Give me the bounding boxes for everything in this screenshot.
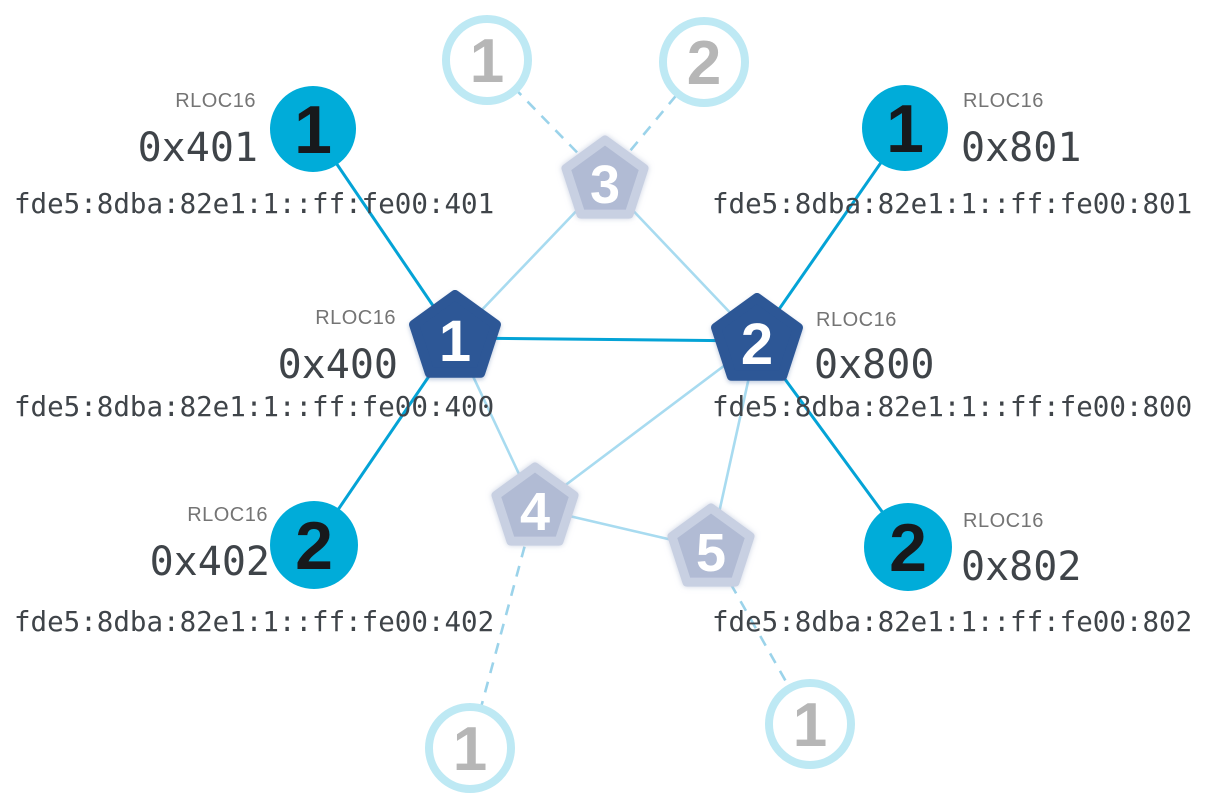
node-faded-child-bottom-left[interactable]: 1: [425, 703, 515, 793]
node-number: 2: [889, 510, 927, 586]
child-circle[interactable]: [270, 501, 358, 589]
node-child-402[interactable]: 2: [270, 501, 358, 589]
node-number: 4: [520, 482, 550, 542]
node-number: 2: [741, 312, 773, 377]
ipv6-address: fde5:8dba:82e1:1::ff:fe00:802: [712, 606, 1192, 638]
rloc16-value: 0x402: [150, 539, 270, 585]
rloc16-value: 0x401: [138, 125, 258, 171]
node-router-3[interactable]: 3: [566, 140, 644, 215]
faded-child-circle[interactable]: [425, 703, 515, 793]
node-number: 5: [696, 523, 726, 583]
node-number: 1: [886, 91, 924, 167]
rloc16-label: RLOC16: [816, 309, 897, 331]
ipv6-address: fde5:8dba:82e1:1::ff:fe00:801: [712, 188, 1192, 220]
link-router2-child801: [755, 127, 907, 342]
node-child-801[interactable]: 1: [862, 85, 948, 171]
label-group-router1: RLOC16 0x400 fde5:8dba:82e1:1::ff:fe00:4…: [14, 307, 494, 423]
node-child-802[interactable]: 2: [864, 503, 952, 591]
rloc16-label: RLOC16: [963, 510, 1044, 532]
rloc16-value: 0x400: [278, 342, 398, 388]
rloc16-value: 0x801: [961, 125, 1081, 171]
child-circle[interactable]: [270, 86, 356, 172]
rloc16-label: RLOC16: [175, 90, 256, 112]
node-child-401[interactable]: 1: [270, 86, 356, 172]
child-circle[interactable]: [864, 503, 952, 591]
rloc16-value: 0x800: [814, 342, 934, 388]
node-number: 2: [295, 508, 333, 584]
node-number: 1: [793, 691, 827, 760]
rloc16-label: RLOC16: [187, 504, 268, 526]
node-number: 1: [470, 27, 504, 96]
node-router-4[interactable]: 4: [496, 467, 574, 542]
faded-child-circle[interactable]: [442, 15, 532, 105]
label-group-child801: RLOC16 0x801 fde5:8dba:82e1:1::ff:fe00:8…: [712, 90, 1192, 220]
node-number: 1: [439, 309, 471, 374]
node-router-2[interactable]: 2: [716, 298, 798, 377]
ipv6-address: fde5:8dba:82e1:1::ff:fe00:800: [712, 391, 1192, 423]
link-router1-router2: [454, 336, 758, 343]
node-number: 1: [294, 92, 332, 168]
faded-child-circle[interactable]: [659, 17, 749, 107]
node-faded-child-top-1[interactable]: 1: [442, 15, 532, 105]
node-router-1[interactable]: 1: [414, 295, 496, 374]
label-group-child401: RLOC16 0x401 fde5:8dba:82e1:1::ff:fe00:4…: [14, 90, 494, 220]
rloc16-value: 0x802: [961, 544, 1081, 590]
label-group-router2: RLOC16 0x800 fde5:8dba:82e1:1::ff:fe00:8…: [712, 309, 1192, 423]
node-faded-child-top-2[interactable]: 2: [659, 17, 749, 107]
node-number: 2: [687, 29, 721, 98]
ipv6-address: fde5:8dba:82e1:1::ff:fe00:402: [14, 606, 494, 638]
rloc16-label: RLOC16: [315, 307, 396, 329]
link-router2-router4: [534, 339, 758, 510]
node-faded-child-bottom-right[interactable]: 1: [765, 679, 855, 769]
node-number: 1: [453, 715, 487, 784]
label-group-child402: RLOC16 0x402 fde5:8dba:82e1:1::ff:fe00:4…: [14, 504, 494, 638]
node-number: 3: [590, 155, 620, 215]
label-group-child802: RLOC16 0x802 fde5:8dba:82e1:1::ff:fe00:8…: [712, 510, 1192, 638]
ipv6-address: fde5:8dba:82e1:1::ff:fe00:401: [14, 188, 494, 220]
child-circle[interactable]: [862, 85, 948, 171]
rloc16-label: RLOC16: [963, 90, 1044, 112]
node-router-5[interactable]: 5: [672, 508, 750, 583]
ipv6-address: fde5:8dba:82e1:1::ff:fe00:400: [14, 391, 494, 423]
faded-child-circle[interactable]: [765, 679, 855, 769]
